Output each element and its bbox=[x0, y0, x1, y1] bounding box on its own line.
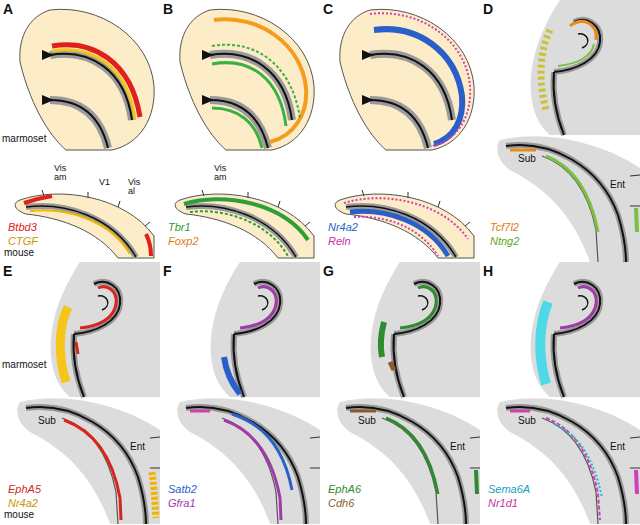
gene-label: Nr4a2 bbox=[328, 222, 358, 234]
region-label: Ent bbox=[610, 442, 625, 453]
region-label: Sub bbox=[518, 416, 536, 427]
gene-label: Cdh6 bbox=[328, 498, 354, 510]
gene-label: Tbr1 bbox=[168, 222, 191, 234]
gene-label: Satb2 bbox=[168, 484, 197, 496]
panel-letter: B bbox=[163, 2, 173, 17]
gene-label: EphA6 bbox=[328, 484, 361, 496]
area-label: Vis al bbox=[128, 178, 148, 197]
gene-label: Sema6A bbox=[488, 484, 530, 496]
gene-label: Gfra1 bbox=[168, 498, 196, 510]
region-label: Sub bbox=[38, 416, 56, 427]
panel-letter: F bbox=[163, 264, 172, 279]
panel-letter: E bbox=[3, 264, 12, 279]
species-label: mouse bbox=[4, 248, 34, 259]
species-label: mouse bbox=[4, 510, 34, 521]
region-label: Ent bbox=[130, 442, 145, 453]
region-label: Sub bbox=[358, 416, 376, 427]
panel-letter: C bbox=[323, 2, 333, 17]
gene-label: Tcf7l2 bbox=[490, 222, 519, 234]
gene-label: Nr4a2 bbox=[8, 498, 38, 510]
gene-label: Btbd3 bbox=[8, 222, 37, 234]
gene-label: EphA5 bbox=[8, 484, 41, 496]
species-label: marmoset bbox=[2, 360, 46, 371]
gene-label: Foxp2 bbox=[168, 236, 199, 248]
gene-label: Reln bbox=[328, 236, 351, 248]
region-label: Ent bbox=[610, 180, 625, 191]
area-label: Vis am bbox=[214, 164, 234, 183]
panel-letter: H bbox=[483, 264, 493, 279]
gene-label: CTGF bbox=[8, 236, 38, 248]
area-label: V1 bbox=[99, 178, 110, 187]
region-label: Ent bbox=[450, 442, 465, 453]
area-label: Vis am bbox=[54, 164, 74, 183]
gene-label: Ntng2 bbox=[490, 236, 519, 248]
gene-label: Nr1d1 bbox=[488, 498, 518, 510]
panel-letter: A bbox=[3, 2, 13, 17]
panel-letter: D bbox=[483, 2, 493, 17]
panel-letter: G bbox=[323, 264, 334, 279]
region-label: Sub bbox=[518, 154, 536, 165]
species-label: marmoset bbox=[2, 134, 46, 145]
